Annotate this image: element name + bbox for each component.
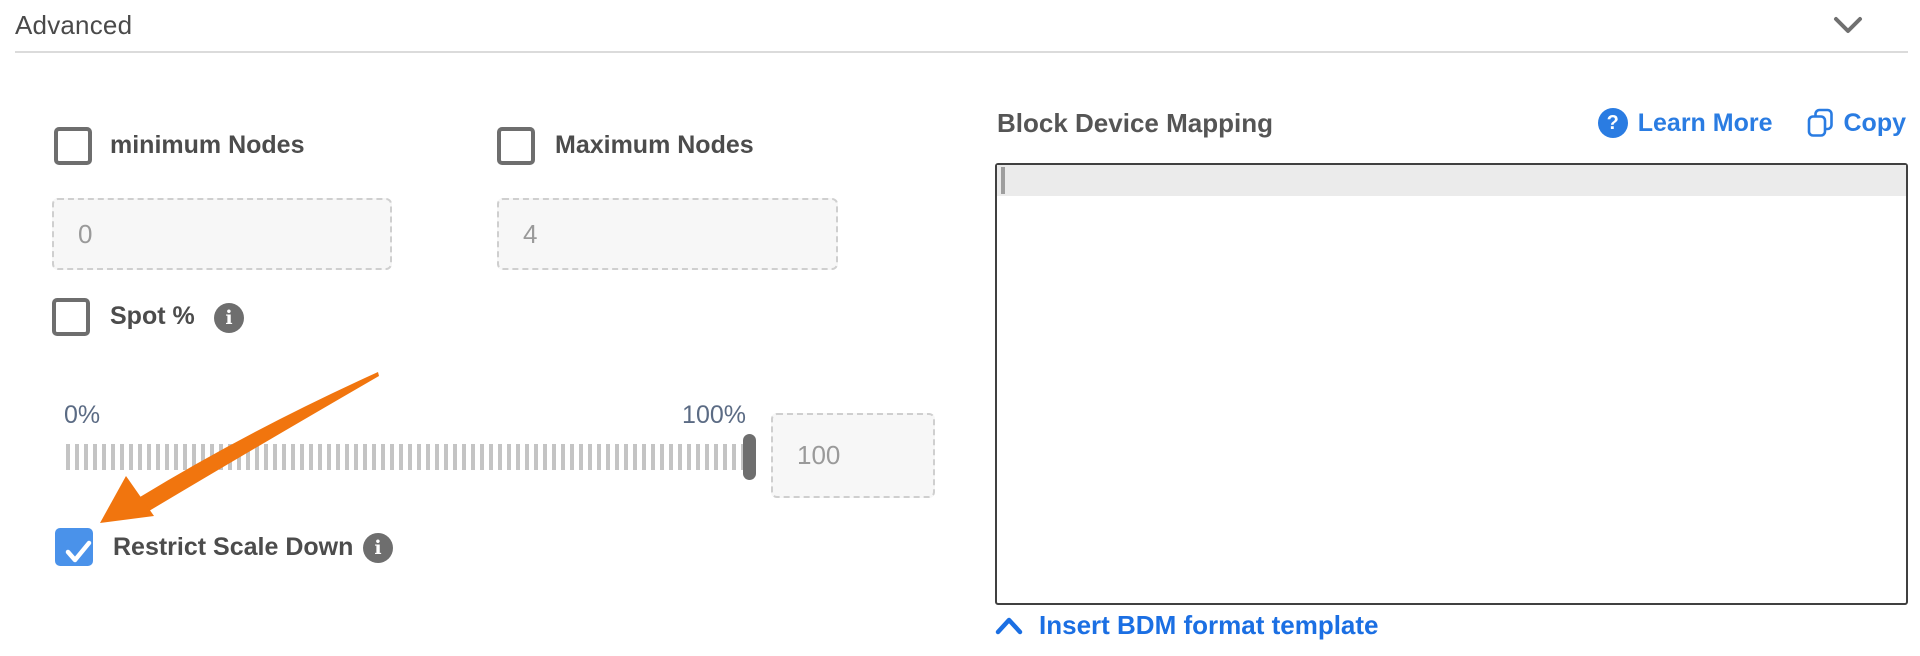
question-mark-icon: ? [1597, 108, 1628, 138]
restrict-scale-down-checkbox[interactable] [55, 528, 93, 566]
active-line-highlight [997, 165, 1906, 196]
insert-bdm-template-label: Insert BDM format template [1039, 610, 1379, 640]
copy-icon [1807, 108, 1833, 137]
copy-button[interactable]: Copy [1807, 108, 1907, 138]
bdm-title: Block Device Mapping [997, 107, 1273, 138]
spot-percent-label: Spot % [110, 302, 195, 330]
slider-handle[interactable] [743, 434, 756, 480]
minimum-nodes-input[interactable] [52, 198, 392, 270]
maximum-nodes-label: Maximum Nodes [555, 131, 754, 159]
maximum-nodes-input[interactable] [497, 198, 838, 270]
slider-min-label: 0% [64, 401, 101, 429]
restrict-scale-down-label: Restrict Scale Down [113, 533, 354, 561]
maximum-nodes-checkbox[interactable] [497, 127, 535, 165]
bdm-header: Block Device Mapping ? Learn More Copy [997, 103, 1906, 143]
text-cursor [1001, 167, 1005, 194]
minimum-nodes-checkbox[interactable] [54, 127, 92, 165]
spot-percent-value-input[interactable] [771, 413, 935, 498]
insert-bdm-template-link[interactable]: Insert BDM format template [995, 610, 1379, 641]
section-title: Advanced [15, 10, 133, 40]
spot-percent-checkbox[interactable] [52, 298, 90, 336]
minimum-nodes-label: minimum Nodes [110, 131, 305, 159]
bdm-links: ? Learn More Copy [1597, 108, 1907, 138]
checkmark-icon [65, 540, 92, 563]
slider-max-label: 100% [682, 401, 746, 429]
restrict-info-icon[interactable]: i [363, 533, 393, 563]
copy-label: Copy [1843, 108, 1907, 137]
slider-labels: 0% 100% [64, 401, 746, 430]
spot-percent-slider[interactable] [66, 434, 756, 480]
spot-info-icon[interactable]: i [214, 303, 244, 333]
chevron-up-icon [995, 617, 1023, 635]
advanced-section-header: Advanced [15, 0, 1908, 53]
learn-more-link[interactable]: ? Learn More [1597, 108, 1773, 138]
bdm-editor[interactable] [995, 163, 1908, 605]
learn-more-label: Learn More [1637, 108, 1773, 137]
chevron-down-icon[interactable] [1833, 16, 1863, 36]
